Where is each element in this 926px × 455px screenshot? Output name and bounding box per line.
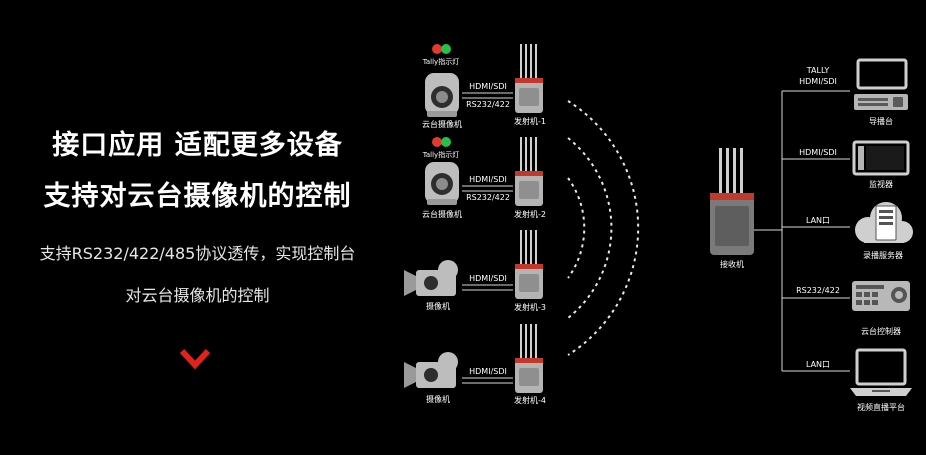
- ptz-controller-icon: [852, 281, 910, 311]
- transmitter-icon: [515, 44, 543, 113]
- transmitter-label: 发射机-1: [514, 116, 546, 126]
- transmitter-icon: [515, 137, 543, 206]
- tally-red-light: [432, 44, 442, 54]
- link-label: HDMI/SDI: [469, 274, 507, 283]
- tally-label: Tally指示灯: [422, 150, 459, 159]
- tally-green-light: [441, 44, 451, 54]
- link-label: HDMI/SDI: [469, 82, 507, 91]
- source-row-1: Tally指示灯 云台摄像机 HDMI/SDI RS232/422 发射机-1: [422, 44, 546, 129]
- link-label: RS232/422: [466, 100, 510, 109]
- source-row-4: 摄像机 HDMI/SDI 发射机-4: [404, 324, 546, 405]
- tally-red-light: [432, 137, 442, 147]
- source-device-label: 摄像机: [426, 394, 450, 404]
- ptz-camera-icon: [425, 73, 459, 117]
- source-row-2: Tally指示灯 云台摄像机 HDMI/SDI RS232/422 发射机-2: [422, 137, 546, 219]
- transmitter-label: 发射机-3: [514, 302, 546, 312]
- source-device-label: 云台摄像机: [422, 119, 462, 129]
- output-connections: [754, 90, 850, 372]
- chevron-down-icon[interactable]: [179, 348, 211, 374]
- source-device-label: 摄像机: [426, 301, 450, 311]
- source-device-label: 云台摄像机: [422, 209, 462, 219]
- source-row-3: 摄像机 HDMI/SDI 发射机-3: [404, 230, 546, 312]
- output-row-2: HDMI/SDI 监视器: [799, 140, 910, 189]
- transmitter-icon: [515, 324, 543, 393]
- link-label: LAN口: [806, 216, 830, 225]
- output-device-label: 监视器: [869, 179, 893, 189]
- laptop-icon: [850, 348, 912, 396]
- transmitter-label: 发射机-4: [514, 395, 546, 405]
- output-device-label: 导播台: [869, 116, 893, 126]
- link-label: HDMI/SDI: [469, 367, 507, 376]
- link-label: TALLY: [806, 66, 830, 75]
- monitor-icon: [852, 140, 910, 176]
- output-device-label: 视频直播平台: [857, 402, 905, 412]
- ptz-camera-icon: [425, 162, 459, 205]
- output-device-label: 录播服务器: [863, 250, 903, 260]
- link-label: RS232/422: [796, 286, 840, 295]
- link-label: LAN口: [806, 360, 830, 369]
- transmitter-label: 发射机-2: [514, 209, 546, 219]
- description-line-1: 支持RS232/422/485协议透传，实现控制台: [39, 244, 356, 263]
- link-label: RS232/422: [466, 193, 510, 202]
- output-row-4: RS232/422 云台控制器: [796, 281, 910, 336]
- camcorder-icon: [404, 260, 458, 296]
- wireless-signal-arcs: [567, 100, 640, 356]
- link-label: HDMI/SDI: [799, 148, 837, 157]
- tally-label: Tally指示灯: [422, 57, 459, 66]
- transmitter-icon: [515, 230, 543, 299]
- description-line-2: 对云台摄像机的控制: [125, 286, 270, 305]
- receiver-icon: [710, 148, 754, 255]
- camcorder-icon: [404, 352, 458, 388]
- link-label: HDMI/SDI: [799, 77, 837, 86]
- link-label: HDMI/SDI: [469, 175, 507, 184]
- switcher-icon: [854, 58, 908, 110]
- output-row-1: TALLY HDMI/SDI 导播台: [799, 58, 908, 126]
- headline-line-1: 接口应用 适配更多设备: [52, 130, 343, 161]
- output-device-label: 云台控制器: [861, 326, 901, 336]
- cloud-server-icon: [855, 202, 913, 243]
- output-row-5: LAN口 视频直播平台: [806, 348, 912, 412]
- headline-line-2: 支持对云台摄像机的控制: [43, 181, 352, 212]
- output-row-3: LAN口 录播服务器: [806, 202, 913, 260]
- tally-green-light: [441, 137, 451, 147]
- receiver-label: 接收机: [720, 259, 744, 269]
